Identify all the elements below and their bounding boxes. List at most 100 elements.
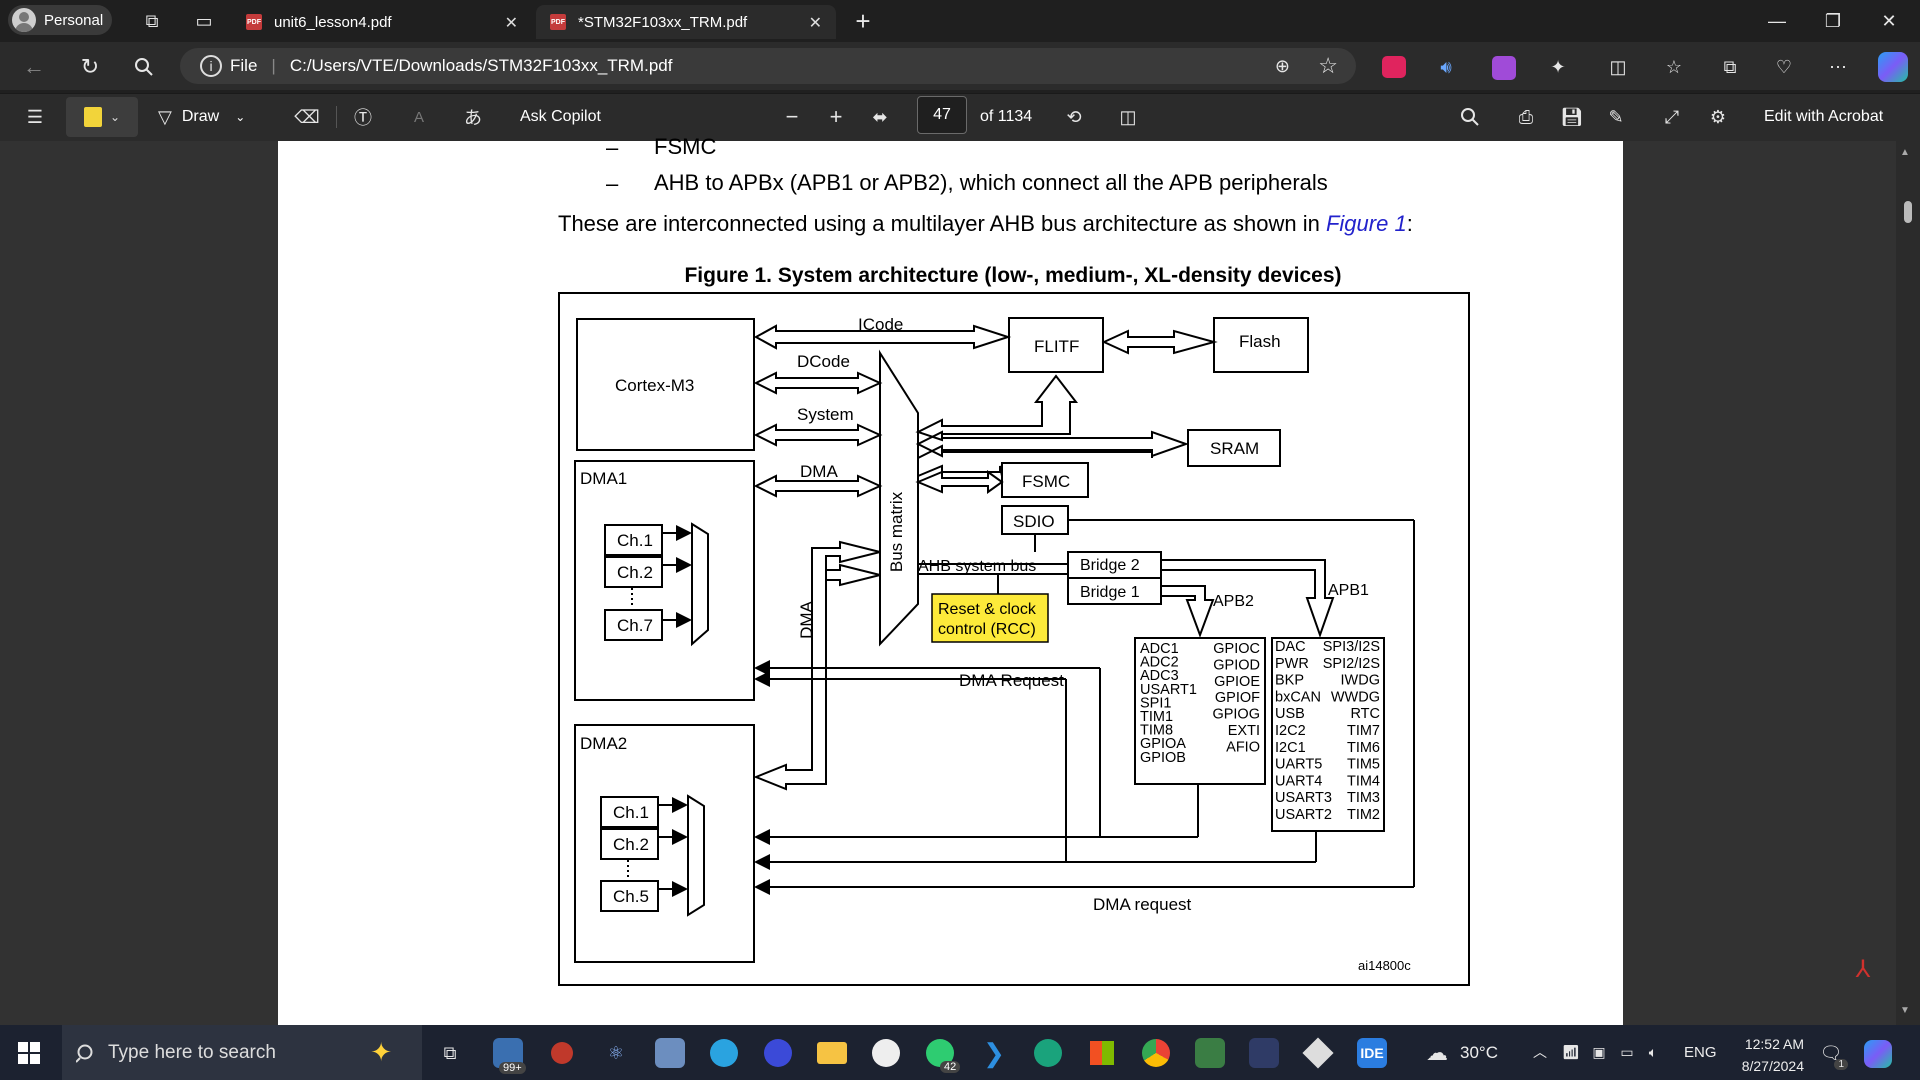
new-tab-icon[interactable]: + — [855, 5, 871, 36]
split-screen-icon[interactable]: ◫ — [1609, 56, 1627, 77]
more-menu-icon[interactable]: ⋯ — [1829, 56, 1847, 77]
notifications-icon[interactable]: 🗨︎1 — [1818, 1040, 1848, 1070]
profile-button[interactable]: Personal — [8, 5, 112, 35]
list-item-ahb: AHB to APBx (APB1 or APB2), which connec… — [654, 170, 1328, 195]
dma-vertical-label: DMA — [797, 600, 816, 638]
tab-stm32-trm[interactable]: PDF *STM32F103xx_TRM.pdf ✕ — [536, 5, 836, 39]
settings-gear-icon[interactable]: ⚙ — [1709, 106, 1727, 127]
telegram-icon[interactable] — [704, 1033, 744, 1073]
file-explorer-icon[interactable] — [812, 1033, 852, 1073]
atom-app-icon[interactable]: ⚛ — [607, 1042, 625, 1063]
image-app-icon[interactable] — [650, 1033, 690, 1073]
git-icon[interactable] — [1298, 1033, 1338, 1073]
zoom-icon[interactable]: ⊕ — [1274, 55, 1290, 76]
extension-purple-icon[interactable] — [1492, 56, 1516, 80]
contents-icon[interactable]: ☰ — [26, 106, 44, 127]
app-green-icon[interactable] — [1190, 1033, 1230, 1073]
taskbar-search[interactable]: Type here to search ✦ — [62, 1025, 422, 1080]
close-window-icon[interactable]: ✕ — [1881, 10, 1897, 31]
wifi-icon[interactable]: 📶︎ — [1562, 1043, 1580, 1060]
app-red-icon[interactable] — [542, 1033, 582, 1073]
media-app-icon[interactable] — [758, 1033, 798, 1073]
weather-icon[interactable]: ☁ — [1426, 1040, 1448, 1065]
ms-store-icon[interactable] — [1082, 1033, 1122, 1073]
highlight-button[interactable]: ⌄ — [66, 97, 138, 137]
chrome-icon[interactable] — [1136, 1033, 1176, 1073]
info-icon[interactable]: i — [200, 55, 222, 77]
edge-icon[interactable] — [1028, 1033, 1068, 1073]
fit-page-icon[interactable]: ⬌ — [872, 106, 888, 127]
peripheral-apb1-left-0: DAC — [1275, 639, 1306, 655]
notification-count: 1 — [1834, 1059, 1848, 1070]
copilot-taskbar-icon[interactable] — [1864, 1040, 1892, 1068]
peripheral-apb1-right-10: TIM2 — [1347, 807, 1380, 823]
ask-copilot-button[interactable]: Ask Copilot — [520, 93, 601, 141]
address-divider: | — [271, 56, 276, 75]
peripheral-apb1-right-9: TIM3 — [1347, 790, 1380, 806]
vscode-icon[interactable]: ❯ — [983, 1037, 1005, 1068]
show-hidden-icons-icon[interactable]: ︿ — [1533, 1044, 1547, 1060]
print-icon[interactable]: ⎙ — [1518, 106, 1534, 127]
figure-link[interactable]: Figure 1 — [1325, 211, 1407, 236]
save-icon[interactable]: 💾︎ — [1560, 106, 1584, 127]
erase-icon[interactable]: ⌫ — [294, 106, 320, 127]
draw-button[interactable]: ▽ Draw ⌄ — [158, 93, 245, 141]
restore-icon[interactable]: ❐ — [1824, 10, 1842, 31]
peripheral-apb1-left-9: USART3 — [1275, 790, 1332, 806]
flash-block — [1213, 317, 1309, 373]
task-view-icon[interactable]: ⧉ — [443, 1042, 457, 1063]
read-aloud-icon[interactable]: 🔊︎ — [1440, 56, 1452, 77]
rotate-icon[interactable]: ⟲ — [1066, 106, 1082, 127]
refresh-icon[interactable]: ↻ — [80, 54, 100, 79]
search-icon[interactable] — [128, 52, 160, 82]
extension-red-icon[interactable] — [1382, 56, 1406, 78]
find-icon[interactable] — [1456, 93, 1484, 141]
ide-app-icon[interactable]: IDE — [1352, 1033, 1392, 1073]
favorites-icon[interactable]: ☆ — [1665, 56, 1683, 77]
display-icon[interactable]: ▣ — [1592, 1043, 1606, 1060]
pdf-page — [278, 141, 1623, 1025]
temperature[interactable]: 30°C — [1460, 1043, 1498, 1062]
clock[interactable]: 12:52 AM 8/27/2024 — [1720, 1033, 1804, 1077]
scroll-up-icon[interactable]: ▲ — [1900, 147, 1910, 158]
page-number-input[interactable]: 47 — [917, 96, 967, 134]
browser-essentials-icon[interactable]: ♡ — [1775, 56, 1793, 77]
whatsapp-icon[interactable]: 42 — [920, 1033, 961, 1073]
mail-app-icon[interactable]: 99+ — [488, 1033, 528, 1074]
back-icon[interactable]: ← — [23, 54, 45, 79]
save-as-icon[interactable]: ✎ — [1608, 106, 1624, 127]
extensions-icon[interactable]: ✦ — [1550, 56, 1566, 77]
add-text-icon[interactable]: Ⓣ — [354, 108, 372, 128]
page-view-icon[interactable]: ◫ — [1119, 106, 1137, 127]
tab-unit6[interactable]: PDF unit6_lesson4.pdf ✕ — [232, 5, 532, 39]
cortex-m3-block — [576, 318, 755, 451]
bridge2-label: Bridge 2 — [1080, 557, 1140, 574]
scroll-thumb[interactable] — [1904, 201, 1912, 223]
favorite-star-icon[interactable]: ☆ — [1318, 53, 1338, 78]
edit-with-acrobat-button[interactable]: Edit with Acrobat — [1764, 93, 1883, 141]
clock-time: 12:52 AM — [1744, 1036, 1804, 1052]
fullscreen-icon[interactable]: ⤢ — [1664, 106, 1680, 127]
collections-icon[interactable]: ⧉ — [1723, 56, 1737, 77]
scrollbar[interactable]: ▲ ▼ — [1896, 141, 1920, 1025]
chrome-app-icon[interactable] — [866, 1033, 906, 1073]
address-url[interactable]: C:/Users/VTE/Downloads/STM32F103xx_TRM.p… — [289, 56, 673, 75]
acrobat-icon[interactable]: ⅄ — [1855, 955, 1871, 983]
scroll-down-icon[interactable]: ▼ — [1900, 1005, 1910, 1016]
minimize-icon[interactable]: — — [1768, 10, 1786, 31]
address-bar[interactable]: i File | C:/Users/VTE/Downloads/STM32F10… — [180, 48, 1356, 84]
windows-start-icon[interactable] — [18, 1042, 40, 1064]
translate-icon[interactable]: あ — [464, 108, 482, 128]
zoom-in-icon[interactable]: + — [829, 104, 843, 129]
workspaces-icon[interactable]: ⧉ — [145, 10, 159, 31]
close-tab-icon[interactable]: ✕ — [504, 15, 518, 32]
battery-icon[interactable]: ▭ — [1620, 1043, 1634, 1060]
peripheral-apb2-left-1: ADC2 — [1140, 655, 1179, 671]
volume-icon[interactable]: 🔈︎ — [1648, 1043, 1658, 1060]
copilot-icon[interactable] — [1878, 52, 1908, 82]
language-indicator[interactable]: ENG — [1684, 1044, 1717, 1061]
zoom-out-icon[interactable]: − — [785, 104, 799, 129]
tab-actions-icon[interactable]: ▭ — [195, 10, 213, 31]
app-dotted-icon[interactable] — [1244, 1033, 1284, 1073]
close-tab-icon[interactable]: ✕ — [808, 15, 822, 32]
